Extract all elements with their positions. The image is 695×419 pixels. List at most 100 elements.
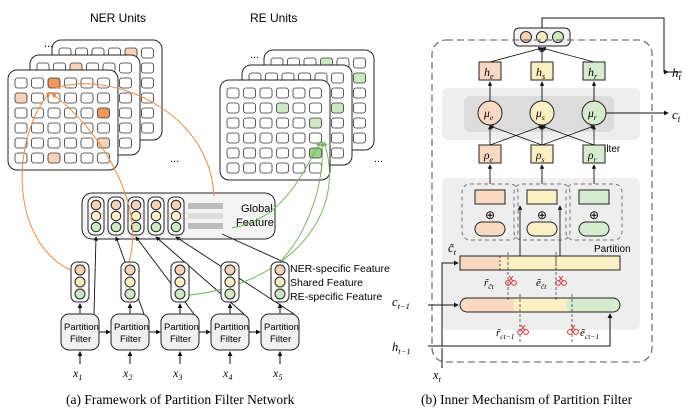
global-shared-circle [130,210,142,222]
c-tilde-shared-segment-2 [560,256,620,270]
ner-unit-cell [14,137,28,149]
partition-op-rect [578,189,610,205]
ner-unit-cell [64,77,77,89]
re-unit-cell [259,102,273,114]
re-unit-cell [353,57,366,69]
c-tilde-bar [459,255,621,271]
partition-filter-label-1: Partition [164,322,199,333]
re-unit-cell [259,147,273,159]
rho-to-mu-arrow [541,125,595,146]
ner-unit-cell [141,92,154,104]
re-ellipsis-top: ... [250,49,259,61]
rho-to-mu-arrow [489,125,543,146]
ner-unit-cell [80,137,94,149]
global-ner-circle [130,199,142,211]
ner-unit-cell [14,92,28,104]
re-unit-cell [292,117,306,129]
h-prev-route [442,313,613,347]
ner-unit-cell [31,92,44,104]
re-unit-cell [309,102,322,114]
rho-node-label: ρr [587,150,598,164]
global-feature-bar-bottom [188,223,223,229]
ner-unit-cell [97,152,110,164]
h-to-output-arrow [541,46,595,63]
global-re-circle [110,221,122,233]
re-unit-cell [226,117,240,129]
gate-r-upper: r̃c̃t [484,277,495,291]
framework-panel: NER Units RE Units ... ... ... ... Globa… [7,11,390,382]
partition-filter-label-1: Partition [264,322,299,333]
re-unit-cell [243,162,256,174]
step-shared-circle [274,276,286,288]
partition-filter-label-1: Partition [214,322,249,333]
global-re-circle [170,221,182,233]
re-unit-cell [243,132,256,144]
c-prev-re-segment [566,298,620,312]
re-unit-cell [309,162,322,174]
partition-op-rect [526,189,558,205]
gate-r-lower: r̃ct−1 [496,327,514,341]
re-unit-cell [331,132,344,144]
ner-unit-cell [80,77,94,89]
scissors-icon [555,275,567,286]
re-unit-cell [226,162,240,174]
re-unit-cell [353,102,366,114]
output-ner-circle [520,31,532,43]
ner-unit-cell [119,62,132,74]
filter-label: Filter [598,144,621,155]
re-unit-cell [226,87,240,99]
ner-connection-curve [55,83,215,197]
ner-unit-cell [119,137,132,149]
c-tilde-shared-segment [500,256,560,270]
scissors-blade [508,275,514,282]
re-unit-cell [259,132,273,144]
c-prev-shared-segment [514,298,570,312]
ner-unit-cell [141,62,154,74]
ner-unit-cell [47,152,61,164]
input-h-prev-label: ht−1 [392,340,411,356]
ner-unit-cell [141,122,154,134]
partition-op-rect [474,189,506,205]
ner-unit-cell [47,77,61,89]
re-unit-cell [243,102,256,114]
ner-unit-cell [97,92,110,104]
global-feature-label-2: Feature [236,217,274,229]
h-node-label: hr [588,65,598,81]
scissors-icon [505,275,517,286]
re-unit-cell [276,102,289,114]
ner-unit-stack [7,39,163,171]
ner-unit-cell [31,77,44,89]
mu-node-label: μe [483,108,494,122]
partition-op-pill [526,221,558,237]
re-unit-cell [259,87,273,99]
global-shared-circle [90,210,102,222]
re-unit-cell [276,87,289,99]
step-re-circle [124,288,136,300]
c-prev-ner-segment [460,298,520,312]
ner-unit-cell [64,92,77,104]
input-x-label: xt [432,368,442,384]
re-unit-cell [353,132,366,144]
ner-unit-cell [31,122,44,134]
h-node-label: hs [536,65,545,81]
c-prev-outline [459,297,621,313]
ner-connection-curve [21,91,71,271]
ner-unit-cell [119,77,132,89]
global-shared-circle [170,210,182,222]
re-unit-cell [353,87,366,99]
plus-icon: ⊕ [485,208,495,222]
ner-unit-cell [80,152,94,164]
re-unit-cell [243,147,256,159]
ner-unit-cell [119,122,132,134]
partition-op-box [513,183,571,241]
input-label: x4 [222,366,232,382]
ner-unit-cell [80,107,94,119]
global-feature-label-1: Global [241,203,273,215]
ner-ellipsis-top: ... [44,38,53,50]
scissors-loop [505,280,511,286]
ner-unit-cell [64,122,77,134]
re-unit-cell [292,87,306,99]
left-caption: (a) Framework of Partition Filter Networ… [66,392,295,407]
